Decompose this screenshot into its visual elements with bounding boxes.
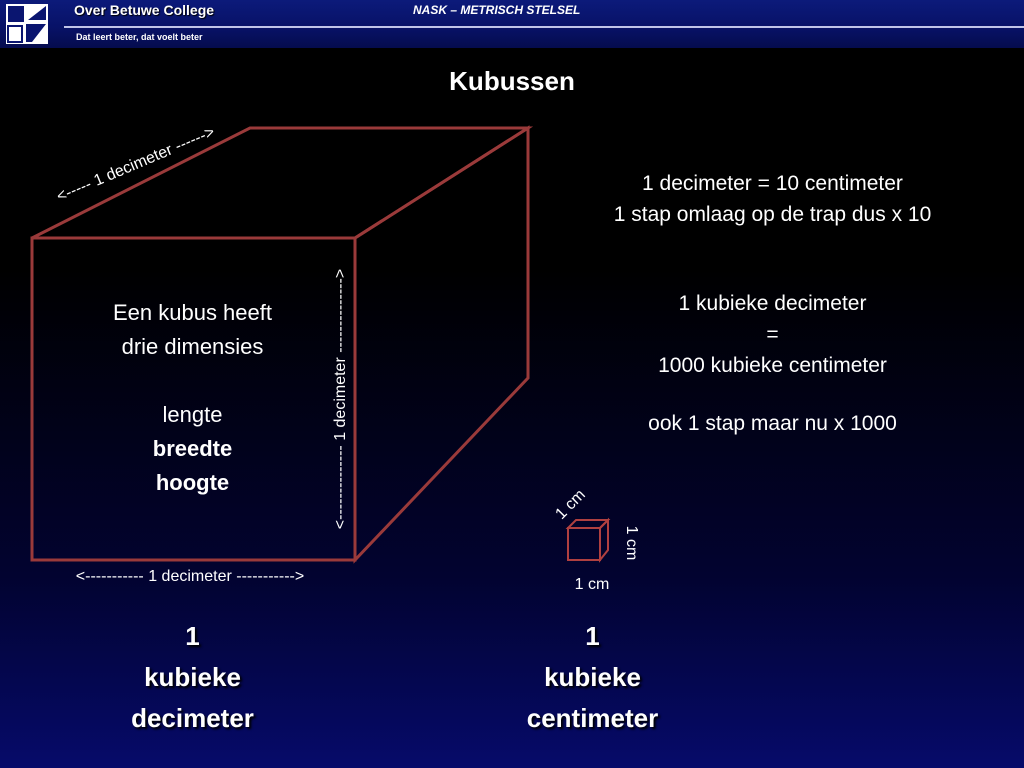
big-cube-side-face (353, 125, 530, 564)
cube-text-line1: Een kubus heeft (112, 300, 272, 325)
big-cube-side-label: <-------------- 1 decimeter ------------… (332, 268, 349, 530)
header-divider (64, 26, 1024, 28)
cube-dimensions-text: Een kubus heeft drie dimensies lengte br… (60, 296, 325, 500)
caption-cm-line2: kubieke (544, 662, 641, 692)
college-slogan: Dat leert beter, dat voelt beter (76, 32, 203, 42)
info1-line2: 1 stap omlaag op de trap dus x 10 (613, 203, 932, 226)
info2-line3: 1000 kubieke centimeter (658, 354, 887, 377)
caption-cubic-decimeter: 1 kubieke decimeter (60, 616, 325, 739)
college-name: Over Betuwe College (74, 2, 215, 18)
caption-dm-line1: 1 (185, 621, 200, 651)
slide-title: Kubussen (449, 66, 575, 96)
header-bar: Over Betuwe College Dat leert beter, dat… (0, 0, 1024, 48)
big-cube-bottom-label: <----------- 1 decimeter -----------> (75, 568, 305, 585)
course-title: NASK – METRISCH STELSEL (413, 3, 581, 17)
cube-text-line2: drie dimensies (121, 334, 264, 359)
college-logo-icon (6, 4, 48, 44)
dimension-length: lengte (162, 402, 223, 427)
small-cube-side-label: 1 cm (623, 525, 640, 561)
small-cube (565, 517, 611, 563)
small-cube-bottom-label: 1 cm (574, 576, 610, 593)
info-decimeter-conversion: 1 decimeter = 10 centimeter 1 stap omlaa… (540, 168, 1005, 230)
small-cube-front-face (567, 527, 601, 561)
info1-line1: 1 decimeter = 10 centimeter (642, 172, 903, 195)
big-cube (30, 125, 534, 564)
caption-cm-line3: centimeter (526, 703, 659, 733)
dimension-height: hoogte (155, 470, 230, 495)
caption-dm-line2: kubieke (144, 662, 241, 692)
info-cubic-conversion: 1 kubieke decimeter = 1000 kubieke centi… (540, 288, 1005, 381)
info2-line2: = (766, 323, 779, 346)
info2-line1: 1 kubieke decimeter (678, 292, 867, 315)
caption-cm-line1: 1 (585, 621, 600, 651)
caption-dm-line3: decimeter (131, 703, 254, 733)
small-cube-side-face (599, 517, 609, 563)
info-step-note: ook 1 stap maar nu x 1000 (648, 412, 897, 435)
caption-cubic-centimeter: 1 kubieke centimeter (460, 616, 725, 739)
dimension-width: breedte (152, 436, 233, 461)
